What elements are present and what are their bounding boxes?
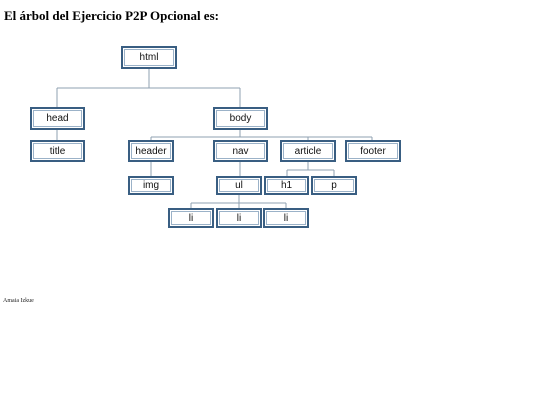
node-p: p — [311, 176, 357, 195]
node-nav: nav — [213, 140, 268, 162]
node-title-label: title — [49, 145, 66, 157]
node-img-label: img — [142, 180, 160, 191]
node-head: head — [30, 107, 85, 130]
node-header: header — [128, 140, 174, 162]
node-body-label: body — [229, 113, 252, 124]
node-ul: ul — [216, 176, 262, 195]
node-h1: h1 — [264, 176, 309, 195]
node-li-1-label: li — [188, 212, 194, 224]
node-li-1: li — [168, 208, 214, 228]
node-html-label: html — [139, 52, 159, 63]
node-footer: footer — [345, 140, 401, 162]
node-body: body — [213, 107, 268, 130]
node-html: html — [121, 46, 177, 69]
node-li-3-label: li — [283, 212, 289, 224]
node-h1-label: h1 — [280, 180, 293, 191]
node-li-2-label: li — [236, 212, 242, 224]
node-title: title — [30, 140, 85, 162]
node-article: article — [280, 140, 336, 162]
node-p-label: p — [331, 180, 337, 191]
node-li-2: li — [216, 208, 262, 228]
node-ul-label: ul — [235, 180, 243, 191]
page-heading: El árbol del Ejercicio P2P Opcional es: — [4, 8, 219, 23]
node-article-label: article — [294, 145, 322, 157]
node-li-3: li — [263, 208, 309, 228]
node-header-label: header — [135, 145, 167, 157]
node-img: img — [128, 176, 174, 195]
node-footer-label: footer — [360, 145, 386, 157]
node-head-label: head — [46, 113, 69, 124]
node-nav-label: nav — [232, 145, 249, 157]
author-name: Amaia Izkue — [3, 298, 34, 304]
